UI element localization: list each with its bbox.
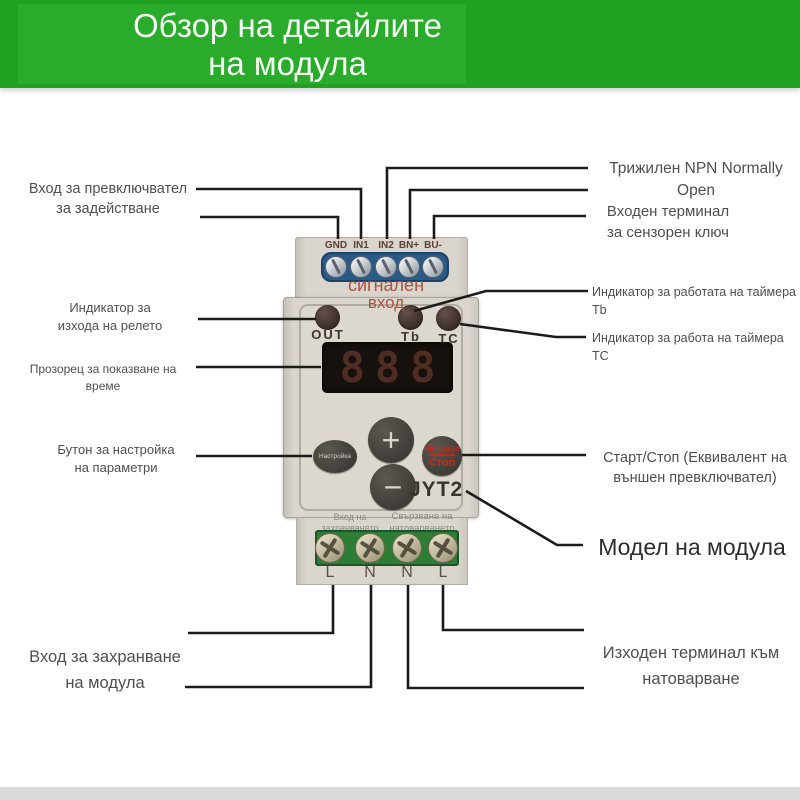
terminal-screw [350, 256, 372, 278]
settings-button-label: Настройка [319, 453, 351, 460]
load-connect-caption-line2: натоварването [389, 522, 455, 534]
flash-stop-divider [429, 454, 455, 456]
callout-start-stop-line1: Старт/Стоп (Еквивалент на [603, 450, 787, 466]
callout-load-terminal-line1: Изходен терминал към [602, 644, 780, 662]
out-led [315, 305, 340, 330]
bottom-terminal-l1: L [325, 564, 335, 581]
bottom-terminal-n1: N [364, 564, 376, 581]
callout-trigger-switch-line1: Вход за превключвател [28, 181, 188, 197]
page-title-line1: Обзор на детайлите [132, 7, 443, 44]
page-title: Обзор на детайлите на модула [60, 7, 515, 83]
callout-settings-button: Бутон за настройка на параметри [40, 441, 192, 477]
callout-time-window: Прозорец за показване на време [29, 362, 177, 393]
terminal-screw [398, 256, 420, 278]
footer-strip [0, 787, 800, 800]
callout-power-input-line1: Вход за захранване [29, 648, 181, 666]
time-display: 888 [322, 342, 453, 393]
plus-button: + [368, 417, 414, 463]
callout-load-terminal-line2: натоварване [642, 670, 740, 689]
callout-start-stop-line2: външен превключвател) [613, 470, 777, 487]
title-banner-highlight [18, 4, 466, 84]
terminal-label-bn: BN+ [398, 240, 420, 251]
title-banner: Обзор на детайлите на модула [0, 0, 800, 88]
callout-tc-indicator: Индикатор за работа на таймера TC [592, 331, 784, 363]
minus-button-label: − [383, 468, 403, 505]
time-display-digits: 888 [339, 343, 446, 392]
terminal-label-bu: BU- [424, 240, 442, 251]
power-input-caption-line1: Вход на [333, 512, 367, 522]
callout-model: Модел на модула [598, 534, 786, 560]
model-marking: JYT2 [409, 478, 464, 501]
callout-power-input: Вход за захранване на модула [15, 644, 195, 697]
load-connect-caption-line1: Свързване на [391, 511, 453, 522]
terminal-label-gnd: GND [324, 240, 348, 251]
callout-npn-sensor: Трижилен NPN Normally Open [596, 158, 796, 201]
callout-start-stop: Старт/Стоп (Еквивалент на външен превклю… [592, 448, 798, 489]
bottom-terminal-l2: L [438, 564, 448, 581]
callout-settings-button-line2: на параметри [74, 460, 158, 476]
plus-button-label: + [381, 421, 401, 458]
tc-led [436, 306, 461, 331]
load-connect-caption: Свързване на натоварването [385, 511, 459, 535]
terminal-screw [355, 533, 385, 563]
flash-stop-label-line2: Стоп [428, 457, 456, 469]
flash-stop-button: Мигване Стоп [422, 436, 462, 476]
callout-npn-sensor-line1: Трижилен NPN Normally [609, 160, 783, 177]
signal-caption-line1: сигнален [347, 275, 425, 295]
terminal-screw [315, 533, 345, 563]
terminal-label-in1: IN1 [353, 240, 369, 251]
callout-settings-button-line1: Бутон за настройка [57, 442, 175, 457]
callout-npn-sensor-line2: Open [677, 181, 715, 199]
callout-power-input-line2: на модула [65, 674, 145, 693]
callout-trigger-switch: Вход за превключвател за задействане [20, 179, 196, 220]
tb-led-label: Tb [401, 329, 421, 344]
settings-button: Настройка [313, 440, 357, 473]
callout-sensor-terminal-line1: Входен терминал [606, 203, 730, 220]
bottom-terminal-n2: N [401, 564, 413, 581]
terminal-screw [422, 256, 444, 278]
out-led-label: OUT [311, 327, 345, 342]
page-title-line2: на модула [208, 45, 367, 82]
terminal-screw [375, 256, 397, 278]
terminal-screw [325, 256, 347, 278]
callout-tb-indicator: Индикатор за работата на таймера Tb [592, 285, 797, 317]
callout-relay-output: Индикатор за изхода на релето [30, 299, 190, 335]
signal-caption-line2: вход [367, 293, 405, 312]
callout-sensor-terminal-line2: за сензорен ключ [607, 224, 729, 241]
terminal-screw [392, 533, 422, 563]
terminal-screw [428, 533, 458, 563]
callout-relay-output-line2: изхода на релето [57, 318, 163, 334]
flash-stop-label-line1: Мигване [424, 443, 460, 453]
signal-terminal-block [321, 252, 449, 282]
callout-load-terminal: Изходен терминал към натоварване [590, 640, 792, 693]
callout-relay-output-line1: Индикатор за [69, 300, 151, 315]
terminal-label-in2: IN2 [378, 240, 394, 251]
callout-sensor-terminal: Входен терминал за сензорен ключ [592, 201, 744, 243]
power-input-caption-line2: захранването [321, 523, 379, 534]
power-input-caption: Вход на захранването [316, 512, 384, 535]
callout-trigger-switch-line2: за задействане [56, 201, 160, 218]
minus-button: − [370, 464, 416, 510]
